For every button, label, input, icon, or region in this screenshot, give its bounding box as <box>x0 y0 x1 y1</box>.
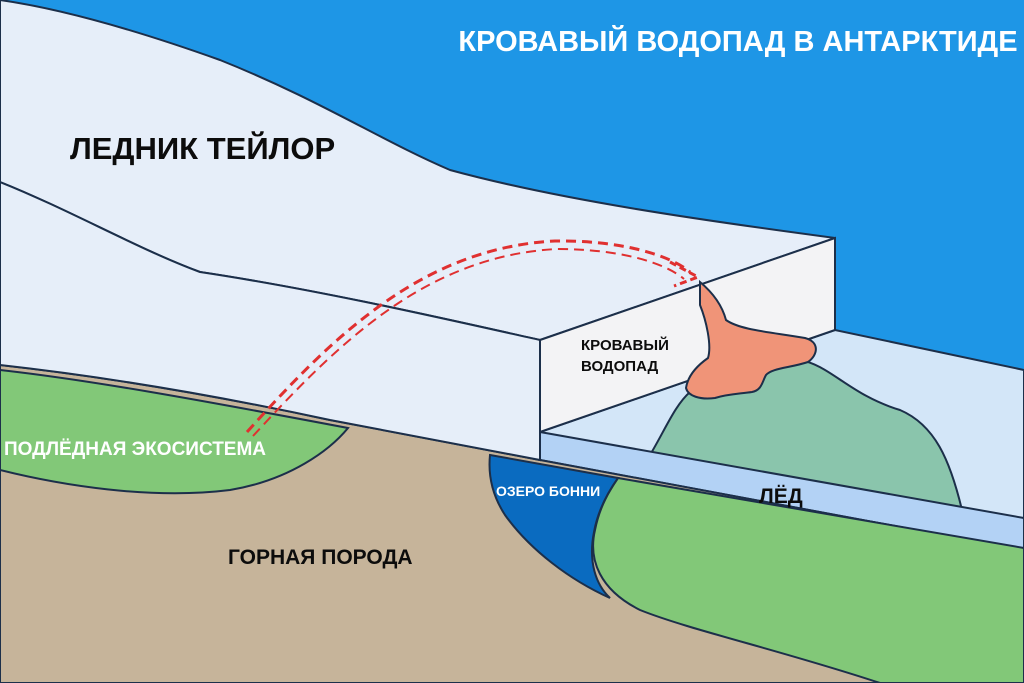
glacier-side <box>0 180 541 462</box>
falls-label-line2: ВОДОПАД <box>581 358 658 375</box>
lake-label: ОЗЕРО БОННИ <box>496 483 600 499</box>
rock-label: ГОРНАЯ ПОРОДА <box>228 546 413 569</box>
ecosystem-label: ПОДЛЁДНАЯ ЭКОСИСТЕМА <box>4 439 266 460</box>
blood-falls <box>684 279 817 400</box>
diagram-title: КРОВАВЫЙ ВОДОПАД В АНТАРКТИДЕ <box>458 24 1017 58</box>
glacier-label: ЛЕДНИК ТЕЙЛОР <box>70 130 335 166</box>
arrow-head <box>669 260 702 288</box>
flow-arrow <box>245 239 691 434</box>
ice-label: ЛЁД <box>759 485 803 508</box>
glacier-terminus-face <box>539 236 836 434</box>
lake-bonney <box>488 453 620 599</box>
subglacial-ecosystem <box>0 368 350 495</box>
flow-arrow-inner <box>252 247 685 437</box>
falls-label-line1: КРОВАВЫЙ <box>581 336 669 354</box>
